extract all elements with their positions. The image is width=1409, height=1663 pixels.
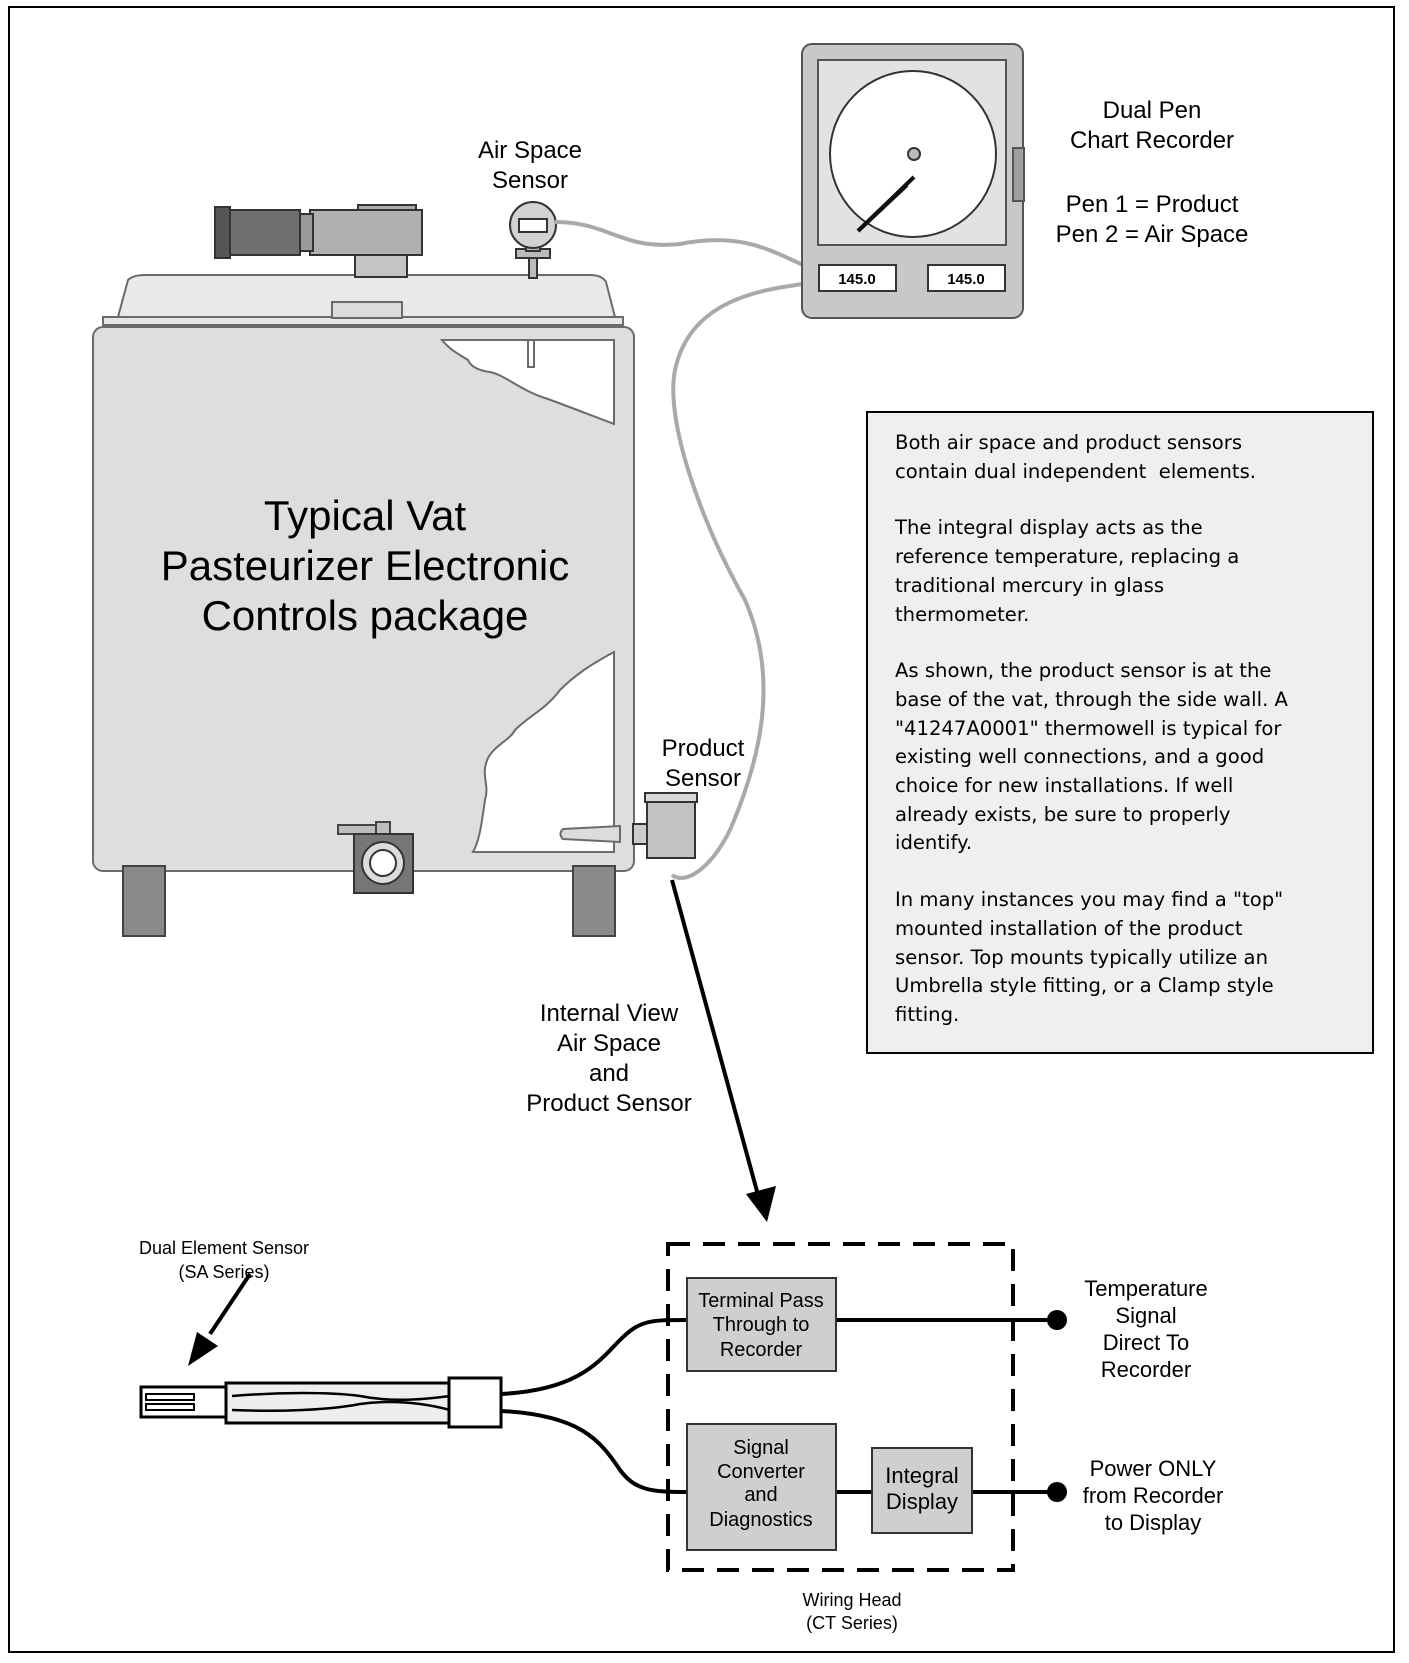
diagram-frame [8,6,1395,1653]
product-sensor-cable [670,282,804,880]
air-space-sensor [509,201,557,279]
signal-converter-box [686,1423,837,1551]
power-only-label-3: to Display [1105,1510,1202,1535]
terminal-pass-label-3: Recorder [720,1339,803,1361]
product-sensor-label-2: Sensor [665,765,741,792]
temperature-signal-label-2: Signal [1115,1303,1176,1328]
wiring-head-label-2: (CT Series) [806,1613,898,1633]
vat-title-1: Typical Vat [264,492,467,539]
recorder-title-1: Dual Pen [1103,97,1202,124]
agitator-motor [214,204,423,278]
air-sensor-cable [554,220,804,267]
converter-label-2: Converter [717,1461,805,1483]
dual-element-sensor-label-1: Dual Element Sensor [139,1238,309,1258]
terminal-pass-box [686,1277,837,1372]
temperature-signal-label-1: Temperature [1084,1276,1208,1301]
integral-display-label-1: Integral [885,1463,958,1488]
note-paragraph: The integral display acts as the referen… [895,516,1240,626]
chart-recorder [801,43,1025,319]
recorder-display-2: 145.0 [947,271,985,288]
temperature-signal-label-3: Direct To [1103,1330,1189,1355]
wiring-head-box [666,1242,1015,1572]
terminal-pass-label-1: Terminal Pass [698,1290,824,1312]
recorder-title-2: Chart Recorder [1070,127,1234,154]
vat-title-3: Controls package [202,592,529,639]
vat [92,274,635,937]
power-only-label-1: Power ONLY [1090,1456,1217,1481]
vat-title-2: Pasteurizer Electronic [161,542,570,589]
recorder-pen-1: Pen 1 = Product [1066,191,1239,218]
converter-label-4: Diagnostics [709,1509,812,1531]
power-only-label-2: from Recorder [1083,1483,1224,1508]
internal-view-label-1: Internal View [540,1000,679,1027]
internal-view-label-4: Product Sensor [526,1090,691,1117]
converter-label-3: and [744,1484,777,1506]
integral-display-label-2: Display [886,1489,958,1514]
integral-display-box [871,1447,973,1534]
sensor-pointer-arrow [188,1272,252,1366]
note-paragraph: In many instances you may find a "top" m… [895,888,1284,1026]
air-space-sensor-label: Air Space [478,137,582,164]
note-paragraph: As shown, the product sensor is at the b… [895,659,1288,855]
wiring-head-label-1: Wiring Head [802,1590,901,1610]
dual-element-sensor-label-2: (SA Series) [178,1262,269,1282]
internal-view-label-3: and [589,1060,629,1087]
notes-box: Both air space and product sensors conta… [866,411,1374,1054]
internal-view-arrow [670,879,776,1222]
sensor-wires [500,1318,1057,1494]
product-sensor-label: Product [662,735,745,762]
recorder-pen-2: Pen 2 = Air Space [1056,221,1249,248]
dual-element-sensor [139,1376,503,1429]
terminal-pass-label-2: Through to [713,1314,810,1336]
internal-view-label-2: Air Space [557,1030,661,1057]
power-only-terminal [1047,1482,1067,1502]
converter-label-1: Signal [733,1437,789,1459]
temperature-signal-terminal [1047,1310,1067,1330]
temperature-signal-label-4: Recorder [1101,1357,1191,1382]
recorder-display-1: 145.0 [838,271,876,288]
product-sensor [632,792,698,859]
air-space-sensor-label-2: Sensor [492,167,568,194]
note-paragraph: Both air space and product sensors conta… [895,431,1257,483]
